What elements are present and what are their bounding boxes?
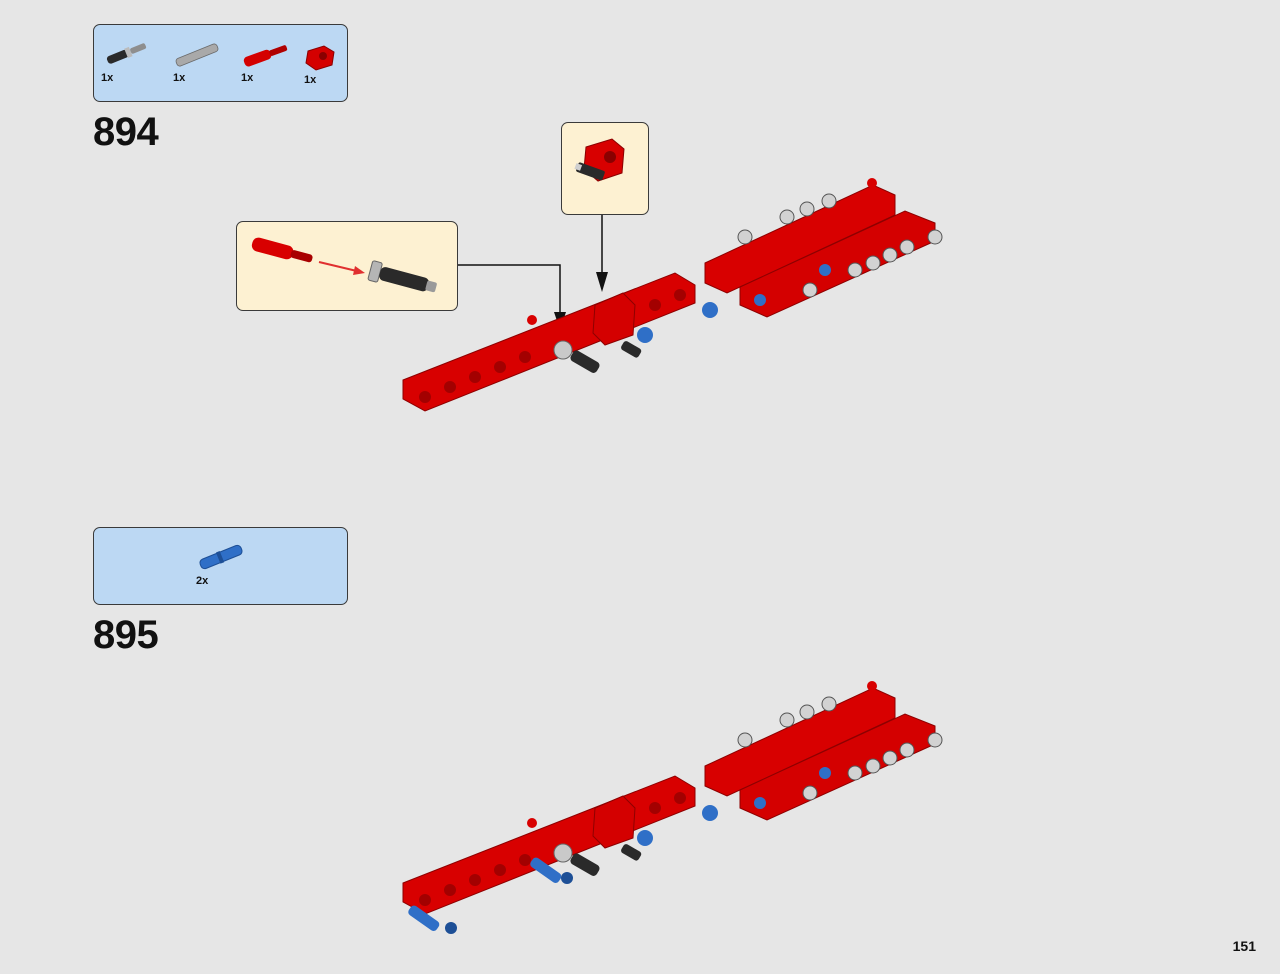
parts-box-894: 1x 1x 1x 1x	[93, 24, 348, 102]
axle-pin-gray-icon	[175, 43, 219, 67]
parts-box-895: 2x	[93, 527, 348, 605]
pin-insertion-icon	[251, 237, 437, 293]
connector-red-icon	[305, 45, 335, 71]
part-qty: 1x	[173, 72, 186, 84]
callout-connector	[561, 122, 649, 215]
step-number: 894	[93, 110, 159, 154]
part-qty: 1x	[101, 72, 114, 84]
assembly-895	[402, 681, 943, 934]
part-qty: 1x	[304, 74, 317, 86]
axle-pin-red-icon	[243, 45, 288, 67]
pin-blue-icon	[199, 544, 243, 570]
page-number: 151	[1232, 938, 1256, 954]
axle-pin-black-icon	[106, 43, 147, 64]
step-number: 895	[93, 613, 159, 657]
part-qty: 1x	[241, 72, 254, 84]
assembly-894	[402, 178, 943, 412]
connector-with-pin-icon	[574, 138, 625, 182]
part-qty: 2x	[196, 575, 209, 587]
callout-pin-insert	[236, 221, 458, 311]
